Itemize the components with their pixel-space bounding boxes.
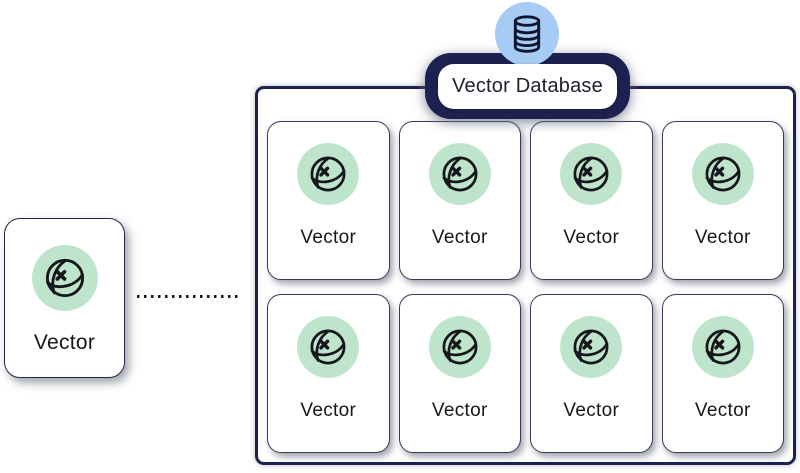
vector-sphere-icon	[428, 143, 491, 205]
vector-card-label: Vector	[694, 227, 751, 248]
vector-card-label: Vector	[563, 400, 620, 421]
vector-sphere-icon	[297, 316, 360, 378]
vector-sphere-icon	[691, 143, 754, 205]
vector-sphere-icon	[428, 316, 491, 378]
vector-sphere-icon	[297, 143, 360, 205]
vector-sphere-icon	[560, 143, 623, 205]
vector-card-label: Vector	[431, 227, 488, 248]
vector-card-label: Vector	[300, 400, 357, 421]
vector-sphere-icon	[691, 316, 754, 378]
vector-card: Vector	[398, 121, 521, 280]
vector-card: Vector	[661, 121, 784, 280]
vector-database-container: Vector Vector Vector Vector	[255, 86, 796, 465]
vector-card: Vector	[267, 121, 390, 280]
vector-sphere-icon	[31, 245, 98, 311]
vector-card-label: Vector	[300, 227, 357, 248]
dotted-connector-line	[137, 295, 241, 298]
vector-database-label-pill: Vector Database	[438, 64, 617, 109]
vector-card-label: Vector	[694, 400, 751, 421]
vector-card: Vector	[398, 294, 521, 453]
vector-card-label: Vector	[431, 400, 488, 421]
vector-card: Vector	[530, 121, 653, 280]
vector-sphere-icon	[560, 316, 623, 378]
database-icon	[513, 15, 541, 53]
vector-card: Vector	[267, 294, 390, 453]
source-vector-card: Vector	[4, 218, 125, 378]
database-disc	[495, 2, 559, 66]
vector-database-label: Vector Database	[452, 75, 603, 97]
vector-card: Vector	[530, 294, 653, 453]
source-card-label: Vector	[33, 331, 96, 354]
vector-card: Vector	[661, 294, 784, 453]
vector-card-label: Vector	[563, 227, 620, 248]
